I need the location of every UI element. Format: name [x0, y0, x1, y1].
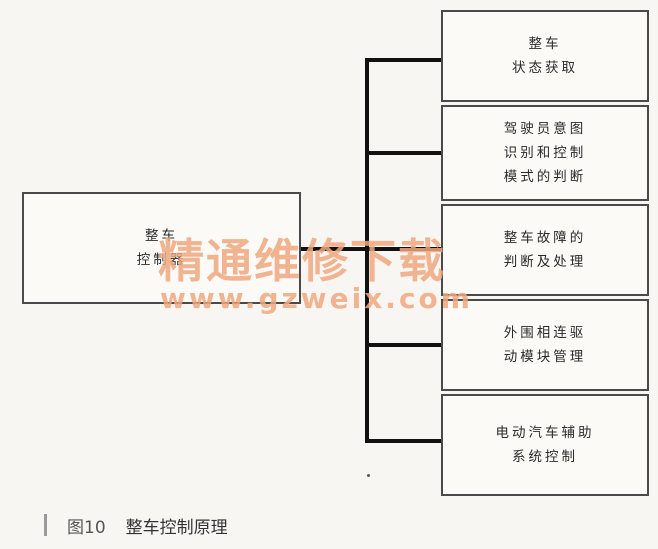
module-box-peripheral-drive: 外围相连驱 动模块管理	[441, 299, 649, 391]
module-box-auxiliary-control: 电动汽车辅助 系统控制	[441, 394, 649, 496]
caption-bar	[44, 514, 47, 536]
module-2-line-1: 驾驶员意图	[503, 121, 587, 137]
figure-caption: 图10 整车控制原理	[44, 511, 228, 539]
module-box-driver-intent: 驾驶员意图 识别和控制 模式的判断	[441, 105, 649, 201]
figure-title: 整车控制原理	[125, 517, 228, 538]
module-5-line-1: 电动汽车辅助	[495, 425, 595, 441]
stray-dot	[367, 474, 370, 477]
module-2-line-2: 识别和控制	[503, 145, 587, 161]
module-4-line-1: 外围相连驱	[503, 325, 587, 341]
figure-number: 图10	[67, 517, 106, 538]
module-3-line-1: 整车故障的	[503, 230, 587, 246]
module-1-line-2: 状态获取	[512, 60, 578, 76]
module-5-line-2: 系统控制	[512, 449, 578, 465]
module-1-line-1: 整车	[528, 36, 562, 52]
module-box-state-acquisition: 整车 状态获取	[441, 10, 649, 102]
module-3-line-2: 判断及处理	[503, 254, 587, 270]
module-4-line-2: 动模块管理	[503, 349, 587, 365]
module-box-fault-handling: 整车故障的 判断及处理	[441, 204, 649, 296]
controller-line-2: 控制器	[136, 252, 187, 268]
module-2-line-3: 模式的判断	[503, 169, 587, 185]
controller-line-1: 整车	[145, 228, 178, 244]
vehicle-controller-box: 整车 控制器	[22, 192, 301, 304]
